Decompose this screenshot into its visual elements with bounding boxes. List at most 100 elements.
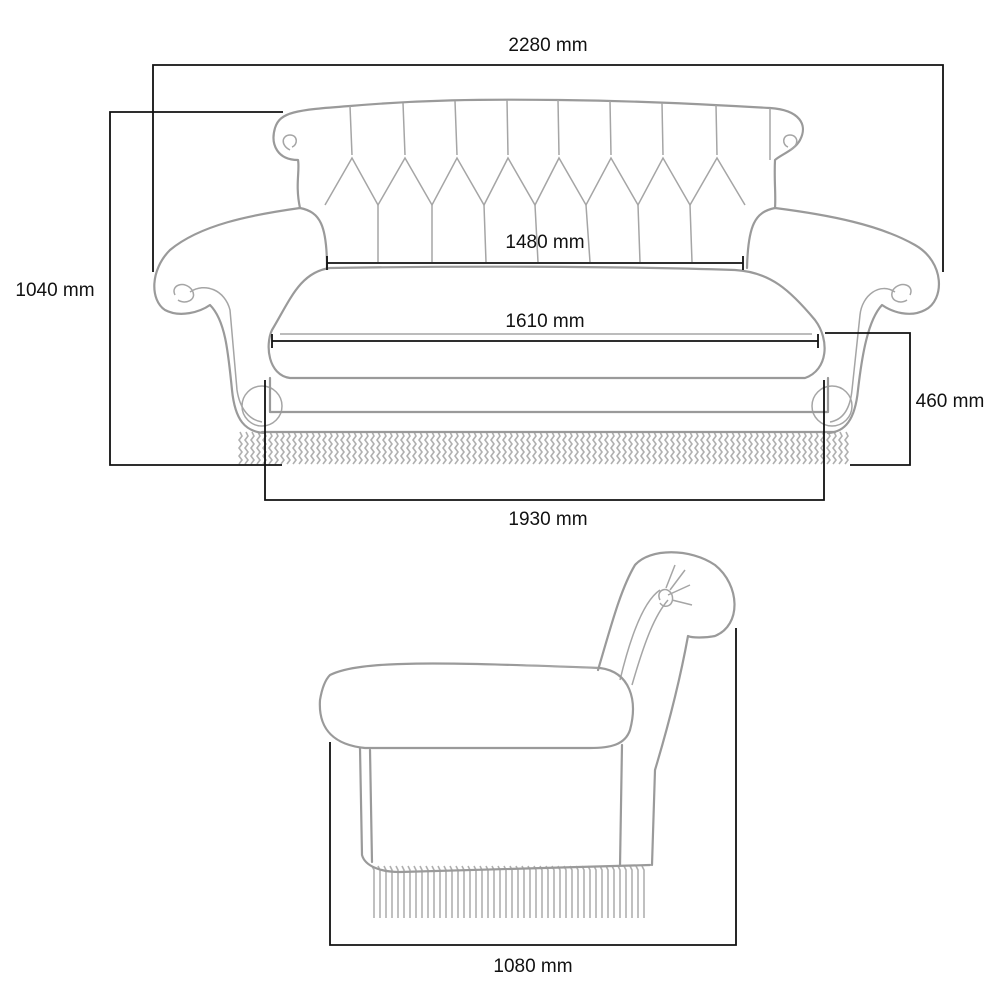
fringe-tassel [377, 865, 381, 918]
fringe-tassel [292, 431, 297, 465]
tufting [324, 99, 771, 263]
sofa-side-view [318, 551, 736, 918]
fringe-tassel [425, 865, 429, 918]
fringe-tassel [473, 865, 477, 918]
fringe-tassel [616, 431, 621, 465]
fringe-tassel [250, 431, 255, 465]
fringe-tassel [545, 865, 549, 918]
fringe-tassel [670, 431, 675, 465]
fringe-front [238, 431, 849, 465]
fringe-tassel [580, 431, 585, 465]
fringe-tassel [334, 431, 339, 465]
right-arm [745, 206, 940, 435]
fringe-tassel [551, 865, 555, 918]
fringe-tassel [629, 865, 633, 918]
fringe-tassel [754, 431, 759, 465]
fringe-tassel [532, 431, 537, 465]
fringe-tassel [508, 431, 513, 465]
fringe-tassel [538, 431, 543, 465]
fringe-tassel [485, 865, 489, 918]
dimension-overall-width: 2280 mm [152, 35, 944, 272]
fringe-tassel [413, 865, 417, 918]
fringe-tassel [706, 431, 711, 465]
fringe-tassel [802, 431, 807, 465]
fringe-tassel [406, 431, 411, 465]
fringe-tassel [568, 431, 573, 465]
fringe-tassel [742, 431, 747, 465]
sofa-front-view [153, 98, 940, 465]
label-1610: 1610 mm [505, 311, 584, 332]
fringe-tassel [443, 865, 447, 918]
fringe-tassel [575, 865, 579, 918]
fringe-tassel [256, 431, 261, 465]
side-arm [318, 662, 634, 750]
fringe-tassel [784, 431, 789, 465]
fringe-tassel [610, 431, 615, 465]
fringe-tassel [298, 431, 303, 465]
fringe-tassel [479, 865, 483, 918]
fringe-tassel [574, 431, 579, 465]
fringe-tassel [442, 431, 447, 465]
fringe-tassel [370, 431, 375, 465]
fringe-tassel [514, 431, 519, 465]
fringe-tassel [694, 431, 699, 465]
fringe-tassel [484, 431, 489, 465]
fringe-tassel [490, 431, 495, 465]
dimension-seat-width: 1610 mm [271, 311, 819, 348]
fringe-tassel [328, 431, 333, 465]
fringe-tassel [533, 865, 537, 918]
fringe-tassel [652, 431, 657, 465]
fringe-tassel [274, 431, 279, 465]
fringe-tassel [844, 431, 849, 465]
fringe-tassel [461, 865, 465, 918]
fringe-tassel [521, 865, 525, 918]
seat-cushion [267, 265, 826, 380]
dimension-depth: 1080 mm [329, 628, 737, 977]
fringe-tassel [388, 431, 393, 465]
fringe-tassel [826, 431, 831, 465]
fringe-tassel [502, 431, 507, 465]
fringe-tassel [383, 865, 387, 918]
fringe-tassel [605, 865, 609, 918]
fringe-tassel [389, 865, 393, 918]
fringe-tassel [622, 431, 627, 465]
fringe-tassel [340, 431, 345, 465]
fringe-tassel [382, 431, 387, 465]
fringe-tassel [712, 431, 717, 465]
fringe-tassel [310, 431, 315, 465]
fringe-tassel [419, 865, 423, 918]
fringe-tassel [658, 431, 663, 465]
fringe-tassel [682, 431, 687, 465]
fringe-tassel [586, 431, 591, 465]
fringe-tassel [496, 431, 501, 465]
fringe-tassel [322, 431, 327, 465]
fringe-tassel [569, 865, 573, 918]
fringe-tassel [730, 431, 735, 465]
fringe-side [371, 865, 645, 918]
fringe-tassel [611, 865, 615, 918]
fringe-tassel [395, 865, 399, 918]
fringe-tassel [304, 431, 309, 465]
fringe-tassel [526, 431, 531, 465]
fringe-tassel [646, 431, 651, 465]
fringe-tassel [550, 431, 555, 465]
fringe-tassel [766, 431, 771, 465]
fringe-tassel [497, 865, 501, 918]
fringe-tassel [466, 431, 471, 465]
fringe-tassel [563, 865, 567, 918]
fringe-tassel [286, 431, 291, 465]
fringe-tassel [491, 865, 495, 918]
fringe-tassel [592, 431, 597, 465]
fringe-tassel [503, 865, 507, 918]
fringe-tassel [796, 431, 801, 465]
fringe-tassel [436, 431, 441, 465]
fringe-tassel [676, 431, 681, 465]
fringe-tassel [562, 431, 567, 465]
side-body [358, 743, 652, 874]
fringe-tassel [539, 865, 543, 918]
label-1080: 1080 mm [493, 956, 572, 977]
fringe-tassel [628, 431, 633, 465]
fringe-tassel [544, 431, 549, 465]
